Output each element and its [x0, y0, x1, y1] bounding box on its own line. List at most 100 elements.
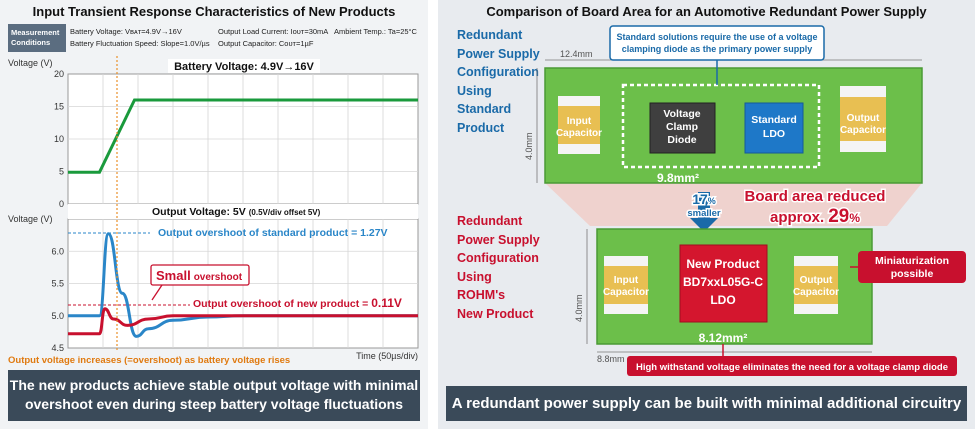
- left-panel: Input Transient Response Characteristics…: [0, 0, 428, 429]
- rohm-config-line: Configuration: [457, 251, 539, 265]
- new-height-label: 4.0mm: [574, 294, 584, 322]
- battery-voltage-line: [68, 98, 418, 174]
- board-reduced-unit: %: [849, 211, 860, 225]
- cond-load-current: Output Load Current: Iᴏᴜᴛ=30mA: [218, 27, 329, 36]
- reduction-pct: 17: [692, 191, 708, 207]
- projection-shade: [545, 183, 922, 226]
- board-reduced-line2: approx.29%: [770, 206, 860, 227]
- new-product-line3: LDO: [710, 293, 735, 307]
- bottom-title-main: Output Voltage: 5V: [152, 206, 246, 218]
- y-tick-label: 6.0: [51, 246, 64, 256]
- high-withstand-text: High withstand voltage eliminates the ne…: [636, 362, 948, 373]
- new-overshoot-text: Output overshoot of new product =: [193, 298, 371, 310]
- bottom-title-sub: (0.5V/div offset 5V): [249, 208, 321, 217]
- high-withstand-callout: [627, 356, 957, 376]
- rohm-config-line: Redundant: [457, 214, 523, 228]
- y-tick-label: 4.5: [51, 343, 64, 353]
- new-output-capacitor: [794, 256, 838, 314]
- reduction-text: 17%: [692, 191, 716, 207]
- y-tick-label: 0: [59, 199, 64, 209]
- small-big: Small: [156, 268, 191, 283]
- new-product-ldo: [679, 244, 768, 323]
- rohm-config-label: Redundant Power Supply Configuration Usi…: [457, 212, 547, 323]
- new-output-cap-cap: [794, 256, 838, 266]
- std-config-line: Using: [457, 83, 492, 98]
- top-ticks: 20 15 10 5 0: [54, 69, 64, 209]
- clamp-diode-line1: Voltage: [663, 108, 700, 120]
- miniaturization-line2: possible: [891, 268, 934, 280]
- y-tick-label: 20: [54, 69, 64, 79]
- clamp-region: [621, 83, 821, 169]
- std-output-capacitor: [840, 86, 886, 152]
- new-input-cap-line2: Capacitor: [603, 287, 649, 298]
- new-product-line: [67, 307, 418, 336]
- std-input-cap-line2: Capacitor: [556, 128, 602, 139]
- top-chart-title: Battery Voltage: 4.9V→16V: [174, 61, 314, 73]
- new-overshoot-value: 0.11V: [371, 296, 402, 310]
- cond-fluct-speed: Battery Fluctuation Speed: Slope=1.0V/µs: [70, 39, 210, 48]
- rohm-config-line: ROHM's: [457, 288, 506, 302]
- y-tick-label: 5.0: [51, 311, 64, 321]
- top-ylabel: Voltage (V): [8, 58, 53, 68]
- std-output-cap-line2: Capacitor: [840, 125, 886, 136]
- left-caption: The new products achieve stable output v…: [8, 370, 420, 421]
- std-area-label: 9.8mm²: [657, 171, 699, 185]
- reduction-unit: %: [708, 196, 716, 206]
- bottom-xlabel: Time (50µs/div): [356, 351, 418, 361]
- top-grid: [68, 74, 418, 204]
- new-area-label: 8.12mm²: [699, 331, 748, 345]
- rohm-config-line: Power Supply: [457, 232, 540, 247]
- std-input-cap-line1: Input: [567, 116, 592, 127]
- board-reduced-prefix: approx.: [770, 209, 824, 226]
- std-height-label: 4.0mm: [524, 132, 534, 160]
- std-width-label: 12.4mm: [560, 49, 593, 59]
- cond-battery-voltage: Battery Voltage: Vʙᴀᴛ=4.9V→16V: [70, 27, 182, 36]
- right-title: Comparison of Board Area for an Automoti…: [486, 4, 927, 19]
- new-overshoot-label: Output overshoot of new product = 0.11V: [193, 296, 402, 310]
- new-product-line2: BD7xxL05G-C: [683, 275, 763, 289]
- y-tick-label: 10: [54, 134, 64, 144]
- board-diagram: 12.4mm 4.0mm Standard solutions require …: [524, 25, 966, 376]
- left-caption-line1: The new products achieve stable output v…: [9, 377, 419, 393]
- new-output-cap-cap: [794, 304, 838, 314]
- rohm-config-line: Using: [457, 269, 492, 284]
- cond-output-cap: Output Capacitor: Cᴏᴜᴛ=1µF: [218, 39, 314, 48]
- std-input-capacitor: [558, 96, 600, 154]
- reduction-arrow: [690, 192, 718, 232]
- board-reduced-value: 29: [828, 206, 849, 227]
- bottom-chart-title: Output Voltage: 5V(0.5V/div offset 5V): [152, 206, 321, 218]
- transient-chart: Voltage (V) 20 15 10 5 0 Battery Voltage: 4.…: [8, 56, 419, 366]
- standard-ldo: [744, 102, 804, 154]
- std-config-label: Redundant Power Supply Configuration Usi…: [457, 26, 547, 137]
- y-tick-label: 5: [59, 167, 64, 177]
- miniaturization-callout: [858, 251, 966, 283]
- new-input-capacitor: [604, 256, 648, 314]
- std-input-cap-cap: [558, 144, 600, 154]
- std-output-cap-line1: Output: [847, 113, 880, 124]
- std-overshoot-label: Output overshoot of standard product = 1…: [158, 227, 388, 239]
- right-caption: A redundant power supply can be built wi…: [446, 386, 967, 421]
- new-output-cap-line1: Output: [800, 275, 833, 286]
- bottom-ylabel: Voltage (V): [8, 214, 53, 224]
- std-note-line2: clamping diode as the primary power supp…: [622, 44, 813, 54]
- new-input-cap-line1: Input: [614, 275, 639, 286]
- new-width-label: 8.8mm: [597, 354, 625, 364]
- std-output-cap-cap: [840, 141, 886, 152]
- new-product-line1: New Product: [686, 257, 759, 271]
- std-config-line: Product: [457, 120, 505, 135]
- bottom-title-bg: [68, 204, 418, 219]
- new-output-cap-line2: Capacitor: [793, 287, 839, 298]
- bottom-ticks: 6.05.55.04.5: [51, 246, 64, 353]
- new-input-cap-cap: [604, 256, 648, 266]
- left-title: Input Transient Response Characteristics…: [32, 4, 396, 19]
- std-ldo-line2: LDO: [763, 128, 785, 140]
- std-output-cap-cap: [840, 86, 886, 97]
- miniaturization-line1: Miniaturization: [875, 255, 949, 267]
- std-config-line: Configuration: [457, 65, 539, 79]
- top-title-bg: [168, 59, 320, 73]
- rohm-config-line: New Product: [457, 306, 534, 321]
- y-tick-label: 15: [54, 102, 64, 112]
- conditions-label: Measurement Conditions: [8, 24, 66, 52]
- left-caption-line2: overshoot even during steep battery volt…: [24, 396, 404, 412]
- board-reduced-line1: Board area reduced: [745, 188, 886, 205]
